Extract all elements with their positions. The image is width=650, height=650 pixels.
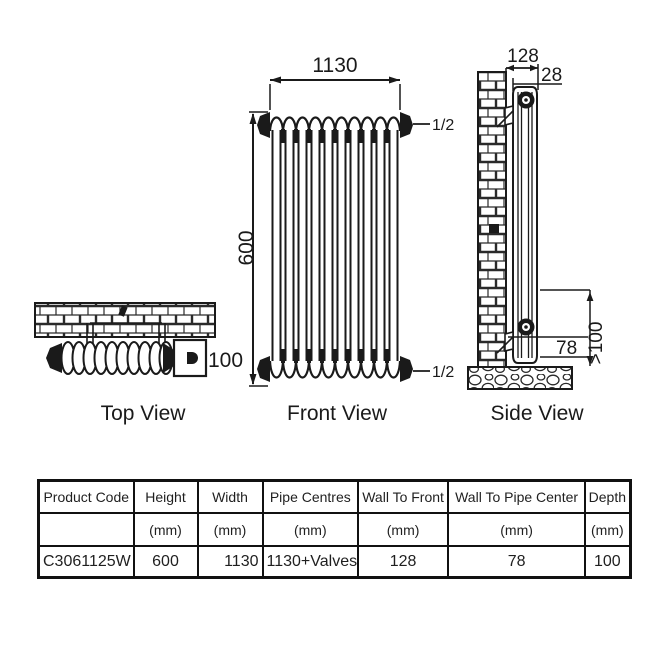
front-height-dim-text: 600 [235, 230, 258, 265]
spec-table-units-row: (mm) (mm) (mm) (mm) (mm) (mm) [37, 512, 632, 547]
value-width: 1130 [196, 545, 264, 579]
value-product-code: C3061125W [37, 545, 135, 579]
side-wall-to-pipe-dim-text: 78 [556, 338, 577, 359]
top-depth-dim-text: 100 [208, 349, 243, 372]
front-radiator-top-bumps [268, 116, 402, 132]
col-header-wall-to-pipe-center: Wall To Pipe Center [447, 479, 587, 514]
front-radiator-bottom-bumps [268, 360, 402, 379]
col-header-pipe-centres: Pipe Centres [261, 479, 360, 514]
col-header-wall-to-front: Wall To Front [357, 479, 450, 514]
side-view: 128 28 78 >100 Side View [467, 46, 607, 425]
side-pipe-end-bottom [517, 318, 535, 336]
top-view-radiator-sections [60, 341, 174, 375]
units-width: (mm) [196, 512, 264, 547]
side-wall-to-front-dim-text: 128 [507, 46, 539, 67]
col-header-width: Width [196, 479, 264, 514]
front-radiator-tubes [271, 130, 399, 361]
front-pipe-size-bottom: 1/2 [432, 364, 454, 381]
col-header-height: Height [132, 479, 199, 514]
side-pipe-end-top [517, 91, 535, 109]
value-wall-to-pipe-center: 78 [447, 545, 587, 579]
side-radiator-outline [512, 86, 538, 364]
side-wall-gap-dim-text: 28 [541, 65, 562, 86]
top-view-valve-d-marker [187, 352, 198, 364]
side-wall-to-pipe-dimension [508, 336, 588, 358]
front-radiator-end-caps [257, 112, 413, 382]
side-view-label: Side View [490, 402, 584, 425]
front-view-label: Front View [287, 402, 388, 425]
side-radiator-tube-lines [517, 92, 533, 358]
side-floor-clearance-dimension [540, 289, 594, 366]
spec-table: Product Code Height Width Pipe Centres W… [37, 479, 632, 579]
front-view: 1130 600 [235, 54, 454, 425]
front-pipe-size-top: 1/2 [432, 117, 454, 134]
col-header-product-code: Product Code [37, 479, 135, 514]
front-width-dimension [269, 76, 401, 110]
top-view-label: Top View [101, 402, 187, 425]
front-radiator-junctions [281, 129, 389, 363]
top-view-brackets [86, 322, 166, 345]
front-width-dim-text: 1130 [312, 54, 357, 77]
units-wall-to-pipe-center: (mm) [447, 512, 587, 547]
spec-table-data-row: C3061125W 600 1130 1130+Valves 128 78 10… [37, 545, 632, 579]
units-pipe-centres: (mm) [261, 512, 360, 547]
value-depth: 100 [584, 545, 632, 579]
top-view-end-caps [46, 343, 174, 373]
units-depth: (mm) [584, 512, 632, 547]
side-view-floor [467, 366, 573, 390]
value-wall-to-front: 128 [357, 545, 450, 579]
units-product-code [37, 512, 135, 547]
spec-table-header-row: Product Code Height Width Pipe Centres W… [37, 479, 632, 514]
top-view-wall-fixing [118, 305, 128, 317]
side-view-wall [477, 71, 507, 373]
units-wall-to-front: (mm) [357, 512, 450, 547]
front-height-dimension [249, 111, 268, 387]
side-wall-gap-dimension [512, 78, 562, 91]
units-height: (mm) [132, 512, 199, 547]
side-view-wall-fixing [489, 224, 499, 233]
top-view: 100 Top View [34, 302, 243, 425]
side-wall-brackets [496, 104, 514, 354]
col-header-depth: Depth [584, 479, 632, 514]
value-pipe-centres: 1130+Valves [261, 545, 360, 579]
side-wall-to-front-dimension [505, 64, 539, 90]
side-floor-clearance-dim-text: >100 [586, 322, 607, 365]
radiator-technical-drawing: 1130 600 [34, 46, 607, 425]
value-height: 600 [132, 545, 199, 579]
